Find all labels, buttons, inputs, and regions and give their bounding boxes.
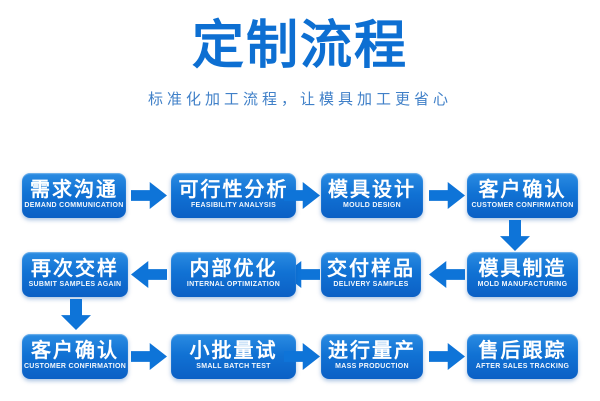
step-label-en: DELIVERY SAMPLES <box>333 281 409 289</box>
arrow-right-icon <box>131 343 167 370</box>
step-label-en: CUSTOMER CONFIRMATION <box>23 363 127 371</box>
flow-step-small-batch-test: 小批量试 SMALL BATCH TEST <box>171 334 296 379</box>
step-label-en: FEASIBILITY ANALYSIS <box>190 202 277 210</box>
page-subtitle: 标准化加工流程，让模具加工更省心 <box>147 91 452 108</box>
step-label-en: INTERNAL OPTIMIZATION <box>186 281 281 289</box>
flow-step-mould-design: 模具设计 MOULD DESIGN <box>321 173 423 218</box>
step-label-zh: 售后跟踪 <box>478 340 567 363</box>
step-label-zh: 交付样品 <box>327 258 415 281</box>
step-label-zh: 可行性分析 <box>178 179 289 202</box>
flow-step-mold-manufacturing: 模具制造 MOLD MANUFACTURING <box>467 252 578 297</box>
arrow-right-icon <box>429 343 465 370</box>
flow-step-feasibility-analysis: 可行性分析 FEASIBILITY ANALYSIS <box>171 173 296 218</box>
step-label-zh: 再次交样 <box>31 258 119 281</box>
step-label-zh: 模具设计 <box>328 179 416 202</box>
step-label-en: AFTER SALES TRACKING <box>475 363 570 371</box>
arrow-left-icon <box>131 261 167 288</box>
arrow-right-icon <box>429 182 465 209</box>
step-label-zh: 小批量试 <box>189 340 278 363</box>
flow-step-customer-confirmation-2: 客户确认 CUSTOMER CONFIRMATION <box>22 334 128 379</box>
step-label-en: SMALL BATCH TEST <box>196 363 271 371</box>
flow-step-submit-samples-again: 再次交样 SUBMIT SAMPLES AGAIN <box>22 252 128 297</box>
step-label-en: MOLD MANUFACTURING <box>477 281 568 289</box>
step-label-zh: 客户确认 <box>31 340 119 363</box>
arrow-down-icon <box>61 299 91 330</box>
flow-step-customer-confirmation-1: 客户确认 CUSTOMER CONFIRMATION <box>467 173 578 218</box>
page-title: 定制流程 <box>191 17 408 75</box>
flow-step-internal-optimization: 内部优化 INTERNAL OPTIMIZATION <box>171 252 296 297</box>
step-label-zh: 需求沟通 <box>30 179 118 202</box>
flow-step-mass-production: 进行量产 MASS PRODUCTION <box>321 334 423 379</box>
flow-step-after-sales-tracking: 售后跟踪 AFTER SALES TRACKING <box>467 334 578 379</box>
step-label-en: DEMAND COMMUNICATION <box>24 202 124 210</box>
step-label-zh: 客户确认 <box>478 179 567 202</box>
step-label-en: MOULD DESIGN <box>342 202 402 210</box>
step-label-zh: 进行量产 <box>328 340 416 363</box>
arrow-right-icon <box>131 182 167 209</box>
step-label-zh: 模具制造 <box>478 258 567 281</box>
flow-step-demand-communication: 需求沟通 DEMAND COMMUNICATION <box>22 173 126 218</box>
step-label-zh: 内部优化 <box>189 258 278 281</box>
arrow-down-icon <box>500 220 530 251</box>
flow-step-delivery-samples: 交付样品 DELIVERY SAMPLES <box>321 252 421 297</box>
step-label-en: MASS PRODUCTION <box>335 363 409 371</box>
step-label-en: SUBMIT SAMPLES AGAIN <box>28 281 122 289</box>
step-label-en: CUSTOMER CONFIRMATION <box>471 202 574 210</box>
arrow-left-icon <box>429 261 465 288</box>
